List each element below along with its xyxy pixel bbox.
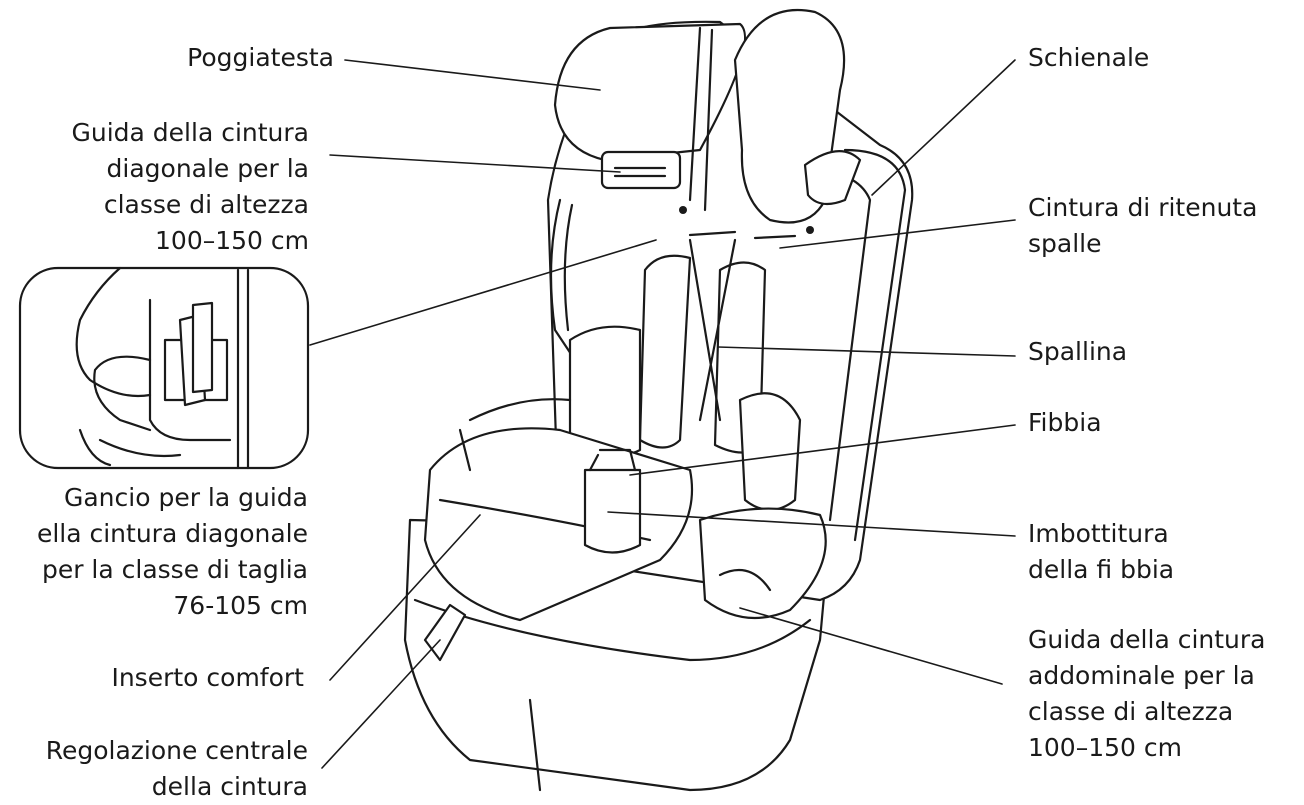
label-cintura-ritenuta: Cintura di ritenuta spalle — [1028, 193, 1258, 258]
label-imbottitura: Imbottitura della fi bbia — [1028, 519, 1175, 584]
leader-lines — [309, 59, 1016, 769]
label-guida-addominale: Guida della cintura addominale per la cl… — [1028, 625, 1266, 762]
label-fibbia: Fibbia — [1028, 408, 1102, 437]
label-schienale: Schienale — [1028, 43, 1150, 72]
label-regolazione: Regolazione centrale della cintura — [45, 736, 308, 801]
label-poggiatesta: Poggiatesta — [187, 43, 334, 72]
seat-drawing — [403, 8, 914, 792]
label-gancio: Gancio per la guida ella cintura diagona… — [36, 483, 308, 620]
inset-detail — [18, 266, 310, 470]
label-inserto-comfort: Inserto comfort — [111, 663, 304, 692]
label-guida-diagonale: Guida della cintura diagonale per la cla… — [71, 118, 310, 255]
label-spallina: Spallina — [1028, 337, 1128, 366]
